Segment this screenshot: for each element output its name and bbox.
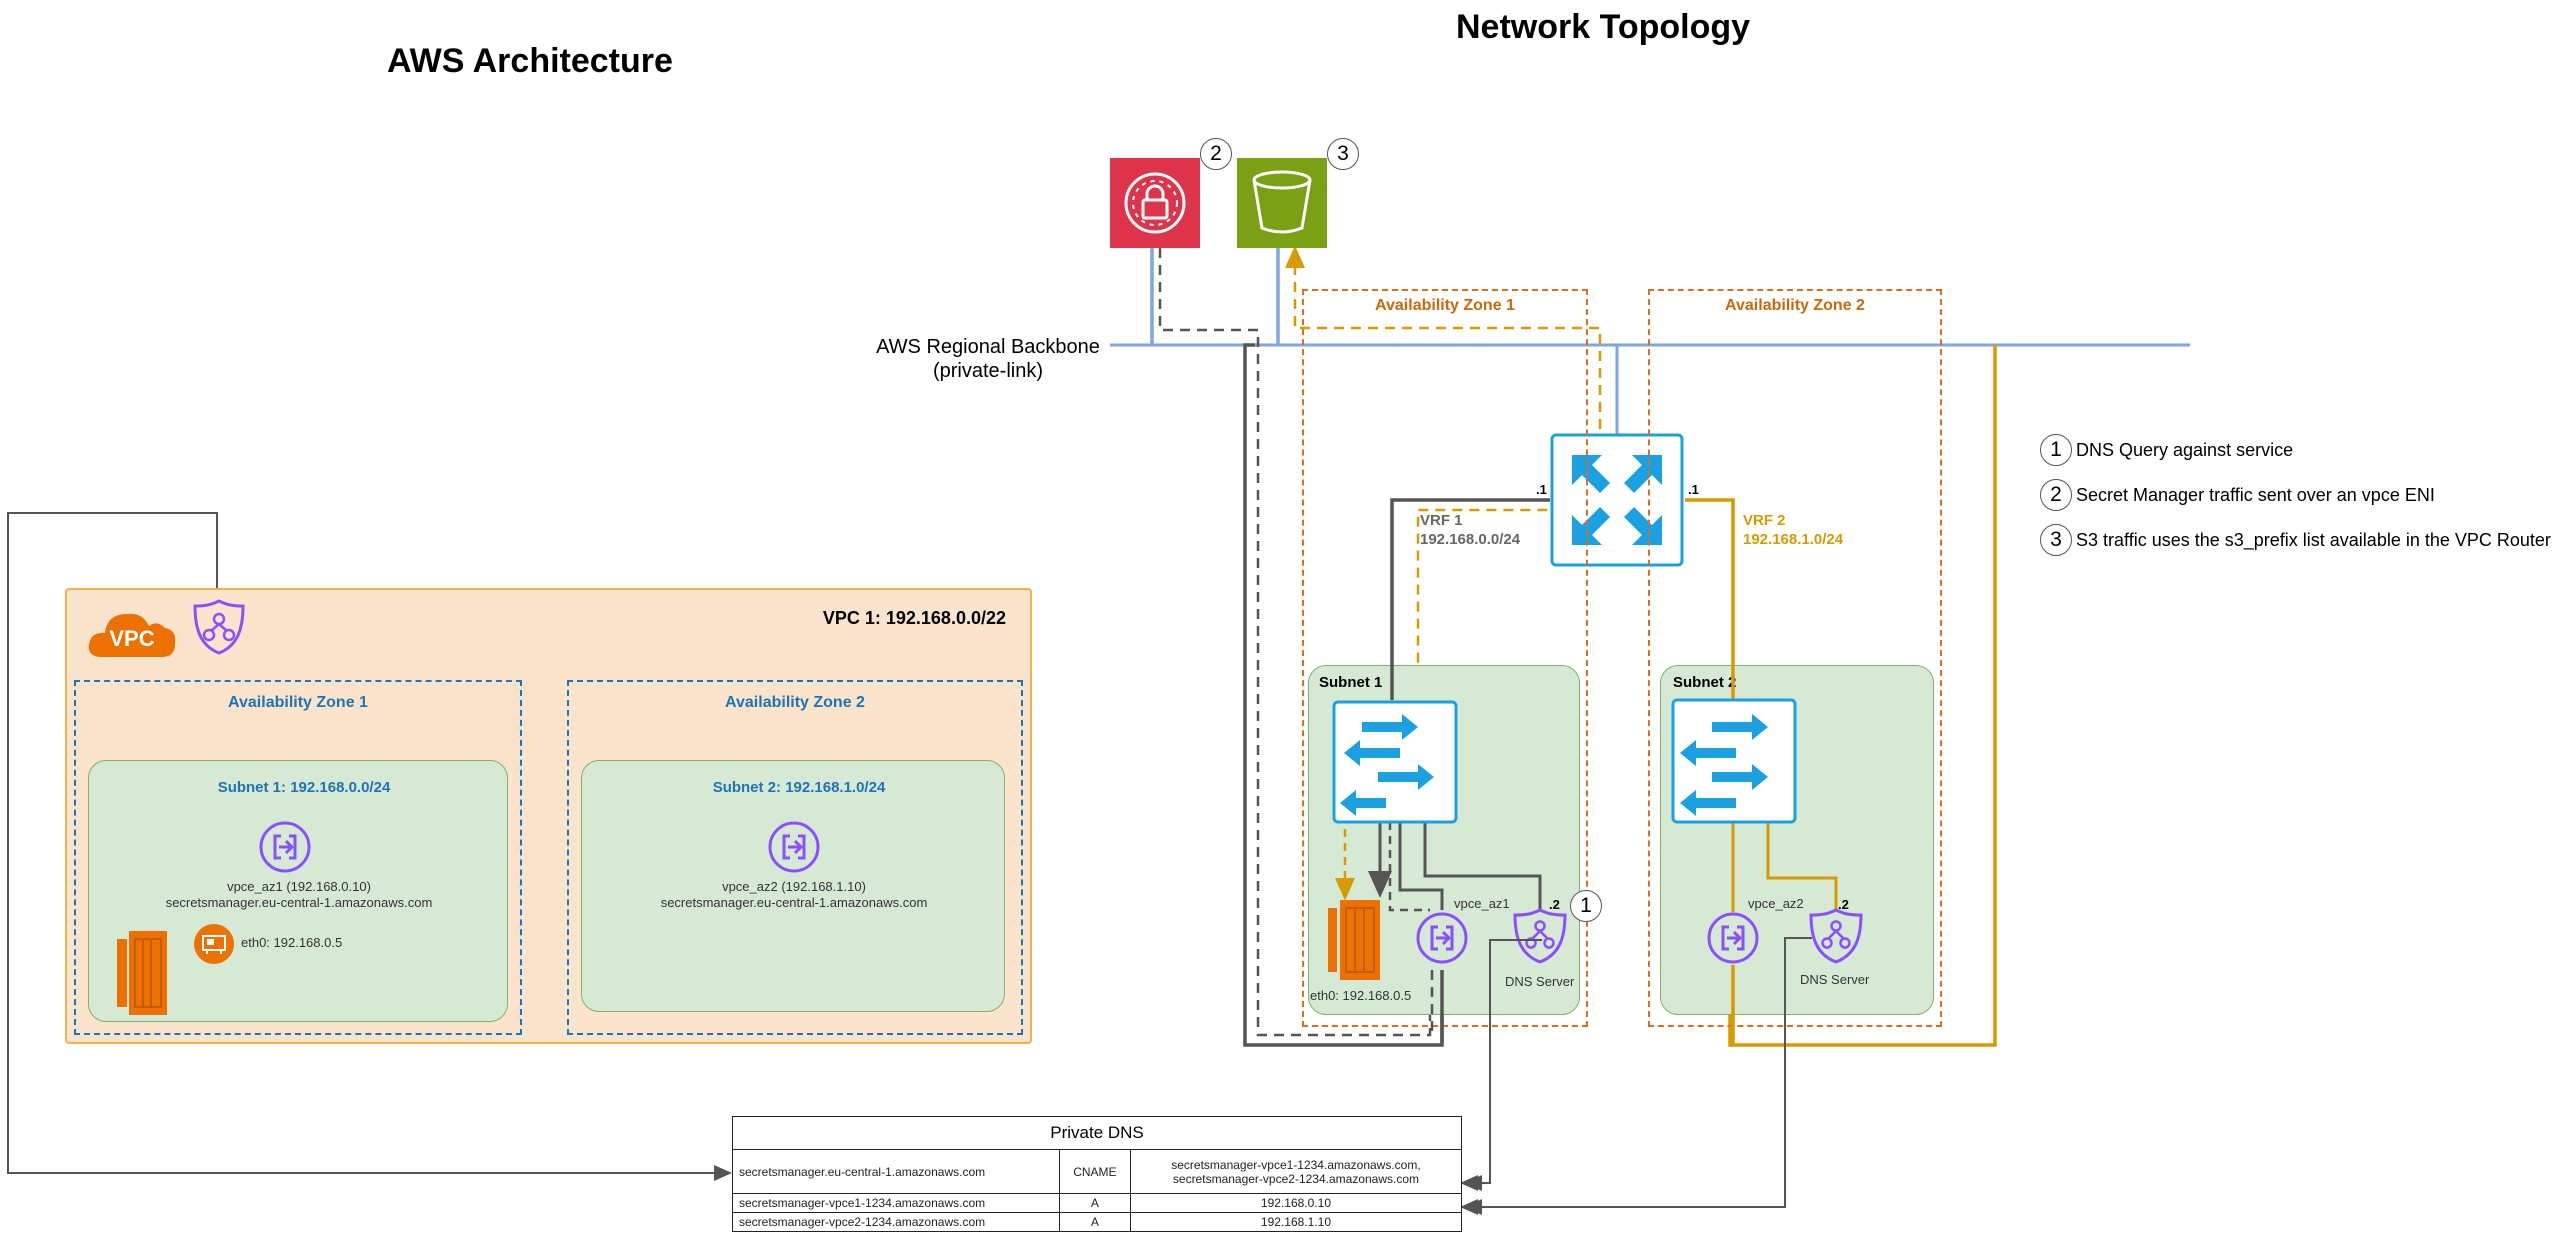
right-subnet1-box: Subnet 1 xyxy=(1308,665,1580,1015)
router-to-switch2-line xyxy=(1685,498,1735,700)
left-az1-box: Availability Zone 1 Subnet 1: 192.168.0.… xyxy=(74,680,522,1035)
dns-server2-label: DNS Server xyxy=(1800,972,1870,987)
dns-row1-value-line1: secretsmanager-vpce1-1234.amazonaws.com, xyxy=(1171,1157,1421,1172)
dns-row3-value: 192.168.1.10 xyxy=(1129,1212,1463,1232)
right-az2-label: Availability Zone 2 xyxy=(1725,297,1865,314)
left-subnet1-label: Subnet 1: 192.168.0.0/24 xyxy=(217,779,391,796)
left-vpce2-line1: vpce_az2 (192.168.1.10) xyxy=(722,879,866,894)
dns-row1-type: CNAME xyxy=(1058,1149,1131,1194)
right-eth0-label: eth0: 192.168.0.5 xyxy=(1310,988,1412,1003)
left-subnet1-box: Subnet 1: 192.168.0.0/24 vpce_az1 (192.1… xyxy=(88,760,508,1022)
vpce-az2-label: vpce_az2 xyxy=(1748,896,1804,911)
right-subnet2-box: Subnet 2 xyxy=(1660,665,1934,1015)
legend-item-2: 2 Secret Manager traffic sent over an vp… xyxy=(2040,479,2435,511)
left-vpce2-icon xyxy=(766,819,822,880)
legend-text-1: DNS Query against service xyxy=(2076,439,2294,460)
table-row: secretsmanager-vpce1-1234.amazonaws.com … xyxy=(732,1193,1463,1213)
vrf2-label: VRF 2 192.168.1.0/24 xyxy=(1743,511,1843,549)
dns-row2-value: 192.168.0.10 xyxy=(1129,1193,1463,1213)
dns-server1-label: DNS Server xyxy=(1505,974,1575,989)
dns-row1-value: secretsmanager-vpce1-1234.amazonaws.com,… xyxy=(1129,1149,1463,1194)
dns-row2-name: secretsmanager-vpce1-1234.amazonaws.com xyxy=(732,1193,1060,1213)
legend-badge-3: 3 xyxy=(2040,524,2072,556)
legend-badge-1: 1 xyxy=(2040,434,2072,466)
secrets-manager-icon xyxy=(1110,158,1200,248)
left-vpce1-icon xyxy=(257,819,313,880)
vrf2-cidr: 192.168.1.0/24 xyxy=(1743,531,1844,548)
legend-text-3: S3 traffic uses the s3_prefix list avail… xyxy=(2076,529,2551,550)
dns-row3-type: A xyxy=(1058,1212,1131,1232)
vpc-label: VPC 1: 192.168.0.0/22 xyxy=(822,608,1006,628)
dns-table-header-row: Private DNS xyxy=(732,1116,1462,1150)
vpc-cloud-icon: VPC xyxy=(87,602,177,662)
vpc-dns-resolver-icon xyxy=(191,598,247,661)
left-subnet2-box: Subnet 2: 192.168.1.0/24 vpce_az2 (192.1… xyxy=(581,760,1005,1012)
router-port-right: .1 xyxy=(1688,482,1699,497)
dns-row1-name: secretsmanager.eu-central-1.amazonaws.co… xyxy=(732,1149,1060,1194)
right-subnet2-label: Subnet 2 xyxy=(1673,674,1737,691)
aws-architecture-title: AWS Architecture xyxy=(387,42,673,80)
table-row: secretsmanager.eu-central-1.amazonaws.co… xyxy=(732,1149,1463,1194)
vrf1-cidr: 192.168.0.0/24 xyxy=(1420,531,1521,548)
legend-text-2: Secret Manager traffic sent over an vpce… xyxy=(2076,484,2435,505)
left-az2-label: Availability Zone 2 xyxy=(725,694,865,711)
left-vpce1-text: vpce_az1 (192.168.0.10) secretsmanager.e… xyxy=(89,879,509,911)
backbone-label-line2: (private-link) xyxy=(932,360,1044,382)
router-port-left: .1 xyxy=(1536,482,1547,497)
left-ec2-icon xyxy=(117,931,167,1020)
badge-secrets-2: 2 xyxy=(1200,138,1232,170)
backbone-label: AWS Regional Backbone (private-link) xyxy=(868,335,1108,383)
vpce-az1-label: vpce_az1 xyxy=(1454,896,1510,911)
legend-badge-2: 2 xyxy=(2040,479,2072,511)
vpc-logo-text: VPC xyxy=(109,626,155,651)
vrf1-name: VRF 1 xyxy=(1420,512,1463,529)
vpc-container: VPC VPC 1: 192.168.0.0/22 Availability Z… xyxy=(65,588,1032,1044)
private-dns-table: Private DNS secretsmanager.eu-central-1.… xyxy=(732,1116,1463,1232)
badge-dns-1: 1 xyxy=(1570,890,1602,922)
vrf2-name: VRF 2 xyxy=(1743,512,1786,529)
left-eth0-label: eth0: 192.168.0.5 xyxy=(241,935,343,950)
table-row: secretsmanager-vpce2-1234.amazonaws.com … xyxy=(732,1212,1463,1232)
dns-table-title: Private DNS xyxy=(732,1116,1462,1150)
dns-row3-name: secretsmanager-vpce2-1234.amazonaws.com xyxy=(732,1212,1060,1232)
backbone-label-line1: AWS Regional Backbone xyxy=(876,336,1100,358)
left-az2-box: Availability Zone 2 Subnet 2: 192.168.1.… xyxy=(567,680,1023,1035)
dns2-port: .2 xyxy=(1838,897,1849,912)
network-topology-title: Network Topology xyxy=(1456,8,1751,46)
dns1-port: .2 xyxy=(1549,897,1560,912)
vrf1-label: VRF 1 192.168.0.0/24 xyxy=(1420,511,1520,549)
left-subnet2-label: Subnet 2: 192.168.1.0/24 xyxy=(712,779,886,796)
legend-item-3: 3 S3 traffic uses the s3_prefix list ava… xyxy=(2040,524,2551,556)
legend-item-1: 1 DNS Query against service xyxy=(2040,434,2293,466)
badge-s3-3: 3 xyxy=(1327,138,1359,170)
dns-row1-value-line2: secretsmanager-vpce2-1234.amazonaws.com xyxy=(1172,1171,1420,1186)
right-az1-label: Availability Zone 1 xyxy=(1375,297,1515,314)
left-vpce2-line2: secretsmanager.eu-central-1.amazonaws.co… xyxy=(660,895,928,910)
router-to-switch1-line xyxy=(1390,498,1550,700)
s3-bucket-icon xyxy=(1237,158,1327,248)
left-eni-icon xyxy=(193,923,235,970)
left-az1-label: Availability Zone 1 xyxy=(228,694,368,711)
vpc-dns-to-table-line xyxy=(7,512,732,1181)
dns-row2-type: A xyxy=(1058,1193,1131,1213)
left-vpce2-text: vpce_az2 (192.168.1.10) secretsmanager.e… xyxy=(582,879,1006,911)
right-subnet1-label: Subnet 1 xyxy=(1319,674,1383,691)
left-vpce1-line2: secretsmanager.eu-central-1.amazonaws.co… xyxy=(165,895,433,910)
right-az1-box: Availability Zone 1 xyxy=(1302,289,1588,1027)
left-vpce1-line1: vpce_az1 (192.168.0.10) xyxy=(227,879,371,894)
